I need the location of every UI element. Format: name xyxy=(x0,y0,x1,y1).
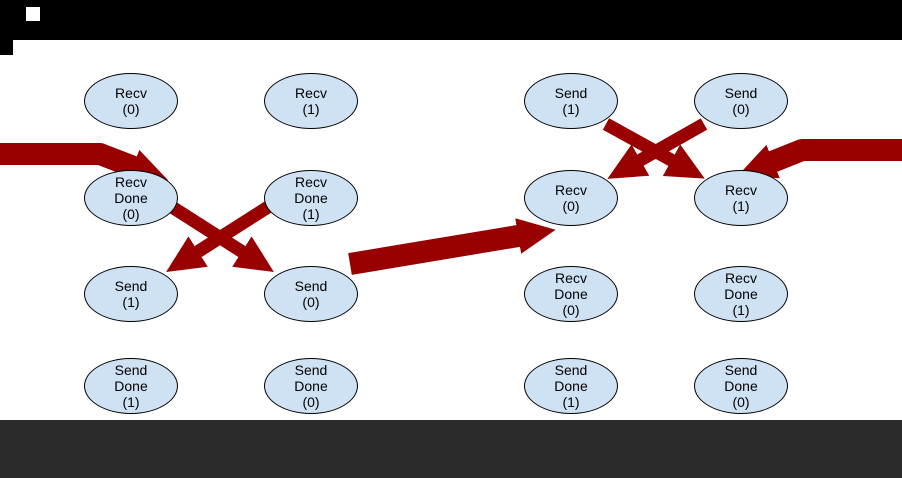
node-recv-done-0-col3: Recv Done (0) xyxy=(524,266,618,322)
node-label: Send Done (1) xyxy=(114,361,148,411)
node-label: Send Done (0) xyxy=(294,361,328,411)
node-recv-0-col3: Recv (0) xyxy=(524,170,618,226)
top-bar-square xyxy=(26,7,40,21)
node-label: Recv (0) xyxy=(555,181,587,214)
node-send-done-1-col1: Send Done (1) xyxy=(84,358,178,414)
node-label: Recv (0) xyxy=(115,84,147,117)
node-send-0-col2: Send (0) xyxy=(264,266,358,322)
node-recv-1-col2: Recv (1) xyxy=(264,73,358,129)
node-label: Send (0) xyxy=(724,84,758,117)
top-bar xyxy=(0,0,902,40)
node-label: Send Done (0) xyxy=(724,361,758,411)
corner-notch xyxy=(0,40,13,55)
node-recv-done-1-col2: Recv Done (1) xyxy=(264,170,358,226)
red-arrow-incoming-right xyxy=(737,139,902,179)
node-label: Recv (1) xyxy=(725,181,757,214)
node-recv-done-0-col1: Recv Done (0) xyxy=(84,170,178,226)
node-send-done-0-col2: Send Done (0) xyxy=(264,358,358,414)
node-recv-done-1-col4: Recv Done (1) xyxy=(694,266,788,322)
node-recv-0-col1: Recv (0) xyxy=(84,73,178,129)
node-recv-1-col4: Recv (1) xyxy=(694,170,788,226)
node-label: Send (1) xyxy=(554,84,588,117)
node-send-done-1-col3: Send Done (1) xyxy=(524,358,618,414)
node-label: Send (1) xyxy=(114,277,148,310)
node-label: Recv Done (1) xyxy=(294,173,328,223)
red-arrow-incoming-left xyxy=(0,143,169,184)
red-arrow-recvdone1-send1 xyxy=(166,201,272,272)
node-label: Send (0) xyxy=(294,277,328,310)
node-send-1-col3: Send (1) xyxy=(524,73,618,129)
red-arrow-send0-recv0-right xyxy=(348,218,556,275)
node-send-1-col1: Send (1) xyxy=(84,266,178,322)
node-label: Recv (1) xyxy=(295,84,327,117)
bottom-bar xyxy=(0,420,902,478)
node-label: Send Done (1) xyxy=(554,361,588,411)
red-arrow-recvdone0-send0 xyxy=(168,201,274,272)
node-send-done-0-col4: Send Done (0) xyxy=(694,358,788,414)
node-label: Recv Done (0) xyxy=(114,173,148,223)
node-label: Recv Done (0) xyxy=(554,269,588,319)
red-arrow-send0r-recv0r xyxy=(607,118,708,179)
node-label: Recv Done (1) xyxy=(724,269,758,319)
node-send-0-col4: Send (0) xyxy=(694,73,788,129)
